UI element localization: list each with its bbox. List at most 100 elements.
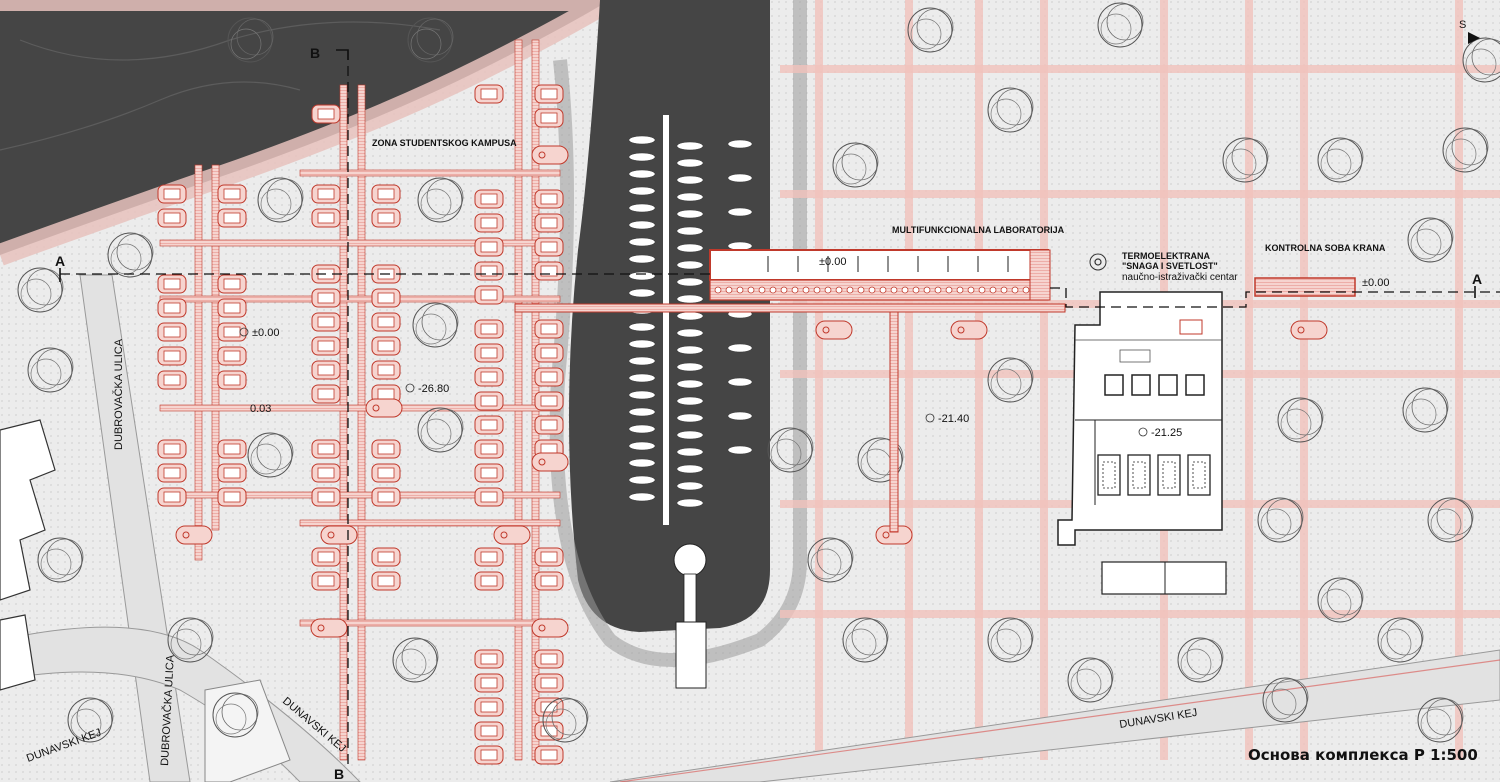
tree-canopy-ring (70, 708, 102, 740)
laboratory-column (934, 286, 942, 294)
campus-pod-room (317, 316, 335, 328)
tree-canopy (212, 692, 258, 738)
turbine-core (1132, 461, 1146, 489)
section-label-a-west: A (55, 253, 65, 269)
tree-canopy-ring (26, 268, 64, 306)
laboratory-column (791, 286, 799, 294)
campus-pod-room (223, 212, 241, 224)
elev-plant-ground: -21.25 (1151, 427, 1182, 439)
campus-pod-room (163, 326, 181, 338)
pavilion (531, 452, 569, 472)
campus-pod-room (377, 212, 395, 224)
pavilion (950, 320, 988, 340)
laboratory-column (967, 286, 975, 294)
campus-pod-room (223, 491, 241, 503)
laboratory-column (747, 286, 755, 294)
boat-icon (676, 260, 704, 270)
campus-pod-room (317, 388, 335, 400)
east-path-vertical (975, 0, 983, 760)
tree-canopy (857, 437, 903, 483)
boat-icon (676, 396, 704, 406)
pavilion-core (882, 531, 890, 539)
tree-canopy-ring (1386, 618, 1424, 656)
campus-pod-room (540, 725, 558, 737)
campus-pod-room (317, 292, 335, 304)
boat-icon (676, 209, 704, 219)
laboratory-column (714, 286, 722, 294)
boat-icon (628, 390, 656, 400)
boat-icon (628, 373, 656, 383)
campus-pod-room (480, 701, 498, 713)
tree-canopy (1402, 387, 1448, 433)
tree-canopy (247, 432, 293, 478)
tree-canopy-ring (866, 438, 904, 476)
tree-canopy-ring (996, 618, 1034, 656)
campus-pod-room (377, 316, 395, 328)
tree-canopy (1177, 637, 1223, 683)
laboratory-column (879, 286, 887, 294)
plan-title: Основа комплекса Р 1:500 (1248, 746, 1478, 764)
campus-pod-room (377, 340, 395, 352)
tree-canopy-ring (260, 188, 292, 220)
tree-canopy-ring (416, 18, 454, 56)
campus-pod-room (480, 443, 498, 455)
campus-pod-room (540, 265, 558, 277)
pavilion (531, 618, 569, 638)
section-label-b-top: B (310, 45, 320, 61)
campus-pod-room (317, 212, 335, 224)
tree-canopy-ring (426, 408, 464, 446)
tree-canopy-ring (76, 698, 114, 736)
boat-icon (676, 141, 704, 151)
east-path-horizontal (780, 65, 1500, 73)
tree-canopy-ring (990, 98, 1022, 130)
pavilion (320, 525, 358, 545)
turbine-unit (1127, 454, 1151, 496)
pavilion-core (538, 624, 546, 632)
east-path-vertical (1245, 0, 1253, 760)
campus-pod-room (317, 364, 335, 376)
tree-canopy (832, 142, 878, 188)
tree-canopy (37, 537, 83, 583)
boat-icon (628, 271, 656, 281)
tree-canopy-ring (841, 143, 879, 181)
tree-canopy-ring (40, 548, 72, 580)
laboratory-column (769, 286, 777, 294)
pavilion (815, 320, 853, 340)
campus-pod-room (377, 364, 395, 376)
campus-pod-room (223, 467, 241, 479)
boat-icon (676, 447, 704, 457)
laboratory-column (1000, 286, 1008, 294)
campus-pod-room (163, 278, 181, 290)
tree-canopy-ring (990, 368, 1022, 400)
campus-pod-room (480, 467, 498, 479)
boat-icon (628, 339, 656, 349)
campus-pod-room (163, 188, 181, 200)
tree-canopy-ring (1380, 628, 1412, 660)
campus-pod-room (163, 467, 181, 479)
plant-grid-block (1119, 349, 1151, 363)
tree-canopy (412, 302, 458, 348)
level-marker-campus-ground (405, 383, 415, 393)
tree-canopy-ring (1265, 688, 1297, 720)
tree-canopy (167, 617, 213, 663)
campus-pod-room (377, 443, 395, 455)
campus-pod-room (317, 491, 335, 503)
campus-path-horizontal (159, 295, 561, 303)
campus-pod-room (223, 302, 241, 314)
tree-canopy (1262, 677, 1308, 723)
student-campus-grid (157, 39, 1328, 765)
turbine-core (1102, 461, 1116, 489)
boat-icon (727, 411, 753, 421)
campus-pod-room (540, 419, 558, 431)
campus-pod-room (480, 217, 498, 229)
tree-canopy-ring (1320, 148, 1352, 180)
laboratory-column (802, 286, 810, 294)
boat-icon (628, 169, 656, 179)
tree-canopy-ring (776, 428, 814, 466)
tree-canopy-ring (1180, 648, 1212, 680)
tree-canopy-ring (250, 443, 282, 475)
tree-canopy (1317, 137, 1363, 183)
campus-pod-room (540, 551, 558, 563)
tree-canopy-ring (1186, 638, 1224, 676)
